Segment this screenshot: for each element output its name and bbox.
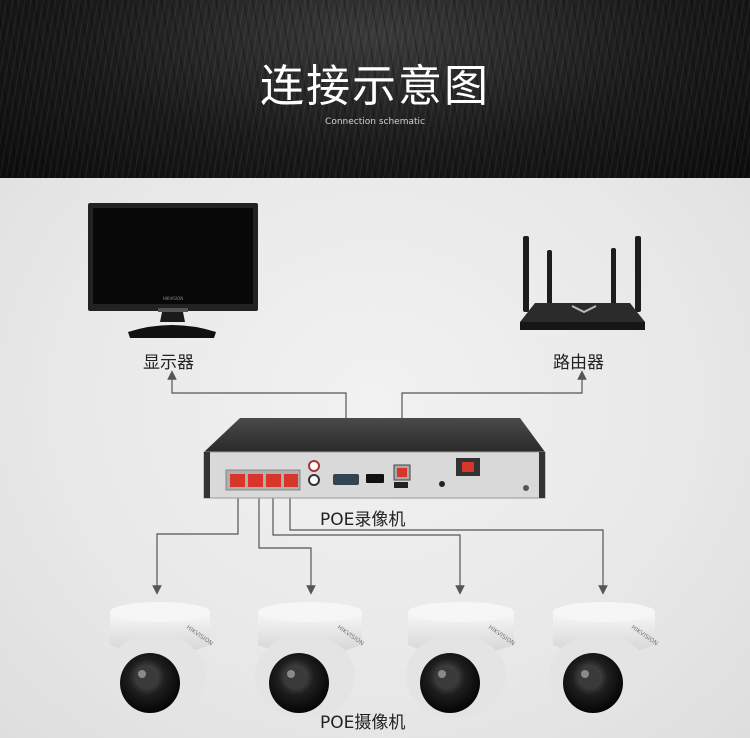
camera-4 [549, 602, 655, 718]
nvr-label: POE录像机 [320, 510, 406, 530]
nvr-icon [203, 418, 546, 499]
monitor-icon [88, 203, 258, 338]
header-banner: 连接示意图 Connection schematic [0, 0, 750, 178]
router-label: 路由器 [553, 353, 604, 373]
camera-3 [406, 602, 514, 718]
monitor-brand: HIKVISION [163, 296, 184, 301]
monitor-label: 显示器 [143, 353, 194, 373]
page-subtitle: Connection schematic [325, 117, 425, 127]
router-icon [520, 236, 645, 330]
camera-2 [255, 602, 362, 718]
cameras-label: POE摄像机 [320, 713, 406, 733]
page-title: 连接示意图 [260, 61, 490, 112]
camera-1 [106, 602, 210, 718]
